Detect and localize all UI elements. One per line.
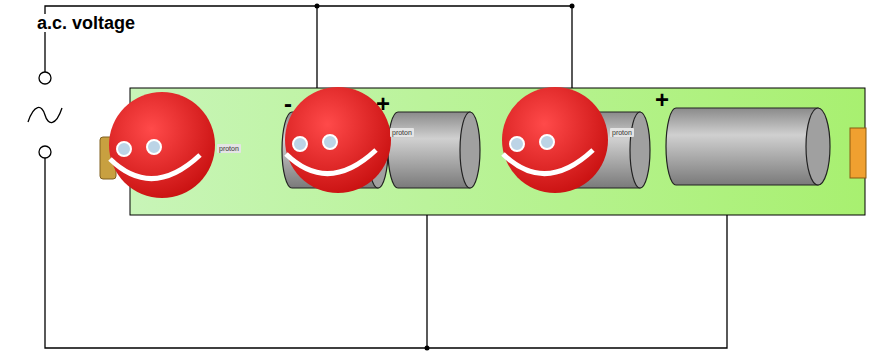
target-end [850,128,866,178]
polarity-sign: + [655,88,669,112]
particle-tag: proton [390,128,414,137]
polarity-sign: - [284,92,292,116]
source-label: a.c. voltage [35,14,137,32]
particle-tag: proton [217,144,241,153]
accelerator-tube [130,88,865,215]
proton-balls [109,87,608,198]
ac-source [28,72,62,158]
polarity-sign: + [376,92,390,116]
particle-tag: proton [610,128,634,137]
